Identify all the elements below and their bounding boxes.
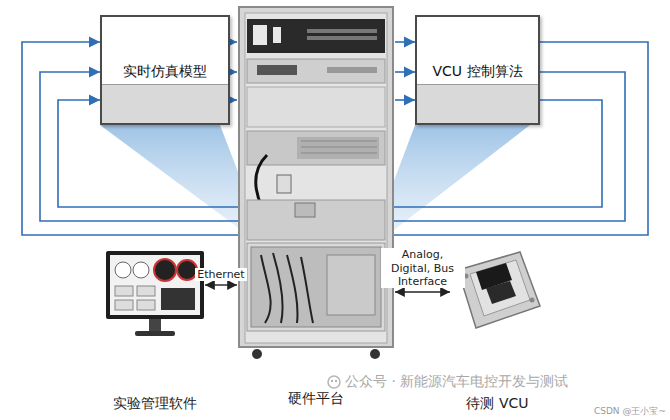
part-caption: 实验管理软件 [113,395,197,413]
credit-watermark: CSDN @王小宝~ [594,405,666,418]
hardware-rack: 硬件平台 [237,5,395,360]
monitor-illustration [105,250,205,340]
signal-arrow [230,41,237,43]
model-box: 实时仿真模型 [100,15,230,125]
part-caption: 硬件平台 [288,390,344,408]
box-title: VCU 控制算法 [417,63,538,81]
signal-arrow [205,284,237,285]
vcu-device: 待测 VCU [450,248,545,333]
watermark-icon [328,376,340,388]
box-title: 实时仿真模型 [102,63,228,81]
signal-arrow [230,71,237,73]
vcu-device-illustration [450,248,545,333]
box-band [417,84,538,123]
signal-arrow [230,99,237,101]
signal-arrow [395,99,415,101]
part-caption: 待测 VCU [466,395,528,413]
algorithm-box: VCU 控制算法 [415,15,540,125]
watermark: 公众号 · 新能源汽车电控开发与测试 [345,373,568,391]
monitor: 实验管理软件 [105,250,205,340]
watermark-icon [331,380,333,382]
watermark-icon [335,380,337,382]
rack-illustration [237,5,395,360]
box-band [102,84,228,123]
signal-arrow [395,71,415,73]
signal-arrow [395,41,415,43]
signal-arrow [395,291,450,292]
